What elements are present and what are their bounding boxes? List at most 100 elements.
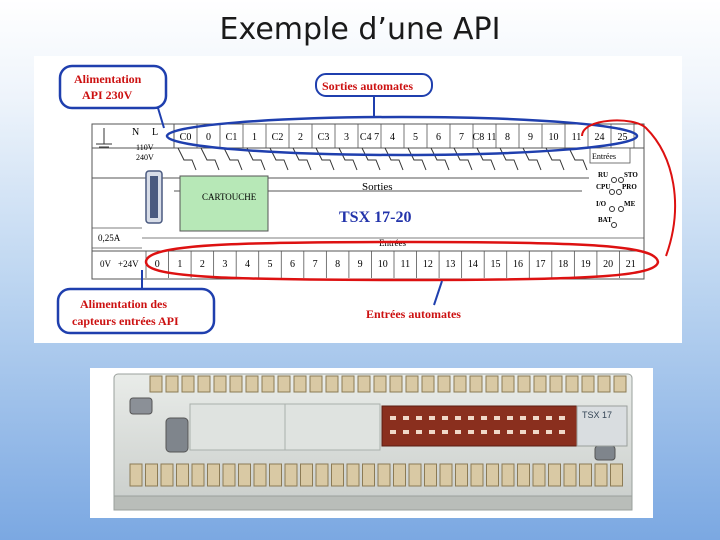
status-led-label: PRO bbox=[622, 183, 637, 191]
output-terminal-label: 11 bbox=[572, 132, 582, 143]
photo-led-icon bbox=[546, 416, 552, 420]
photo-serial-port-icon bbox=[129, 397, 616, 461]
inputs-callout-label: Entrées automates bbox=[366, 307, 461, 321]
cartouche-slot bbox=[179, 175, 269, 232]
photo-led-icon bbox=[559, 430, 565, 434]
input-terminal-label: 14 bbox=[468, 259, 478, 270]
screw-terminal-icon bbox=[517, 463, 530, 487]
plc-model-label: TSX 17-20 bbox=[339, 209, 411, 226]
screw-terminal-icon bbox=[405, 375, 419, 393]
status-led-label: I/O bbox=[596, 200, 607, 208]
ground-icon bbox=[96, 128, 112, 148]
output-terminal-label: C8 11 bbox=[473, 132, 497, 143]
screw-terminal-icon bbox=[293, 375, 307, 393]
output-terminal-label: 6 bbox=[436, 132, 441, 143]
relay-contact-icon bbox=[269, 147, 289, 171]
output-terminal-label: 10 bbox=[549, 132, 559, 143]
relay-contact-icon bbox=[223, 147, 243, 171]
input-terminal-label: 0 bbox=[155, 259, 160, 270]
output-terminal-label: 4 bbox=[390, 132, 395, 143]
screw-terminal-icon bbox=[485, 375, 499, 393]
serial-port-icon bbox=[145, 170, 163, 224]
screw-terminal-icon bbox=[470, 463, 484, 487]
screw-terminal-icon bbox=[149, 375, 163, 393]
screw-terminal-icon bbox=[501, 463, 515, 487]
input-terminal-label: 19 bbox=[581, 259, 591, 270]
photo-led-icon bbox=[481, 416, 487, 420]
screw-terminal-icon bbox=[253, 463, 267, 487]
power-term-n: N bbox=[132, 127, 139, 138]
photo-led-icon bbox=[429, 416, 435, 420]
voltage-240: 240V bbox=[136, 153, 154, 162]
screw-terminal-icon bbox=[165, 375, 179, 393]
input-terminal-label: 20 bbox=[603, 259, 613, 270]
status-led-icon bbox=[609, 206, 615, 212]
screw-terminal-icon bbox=[357, 375, 371, 393]
screw-terminal-icon bbox=[501, 375, 515, 393]
photo-led-icon bbox=[416, 416, 422, 420]
power-term-l: L bbox=[152, 127, 158, 138]
relay-contact-icon bbox=[430, 147, 450, 171]
output-terminal-label: C0 bbox=[180, 132, 192, 143]
photo-led-icon bbox=[546, 430, 552, 434]
photo-top-terminals bbox=[149, 375, 627, 393]
input-terminal-label: 12 bbox=[423, 259, 433, 270]
status-led-icon bbox=[611, 222, 617, 228]
sensor-callout-box bbox=[56, 287, 216, 335]
photo-led-icon bbox=[442, 416, 448, 420]
screw-terminal-icon bbox=[517, 375, 531, 393]
status-led-icon bbox=[616, 189, 622, 195]
screw-terminal-icon bbox=[197, 375, 211, 393]
photo-led-icon bbox=[403, 416, 409, 420]
output-terminal-label: 5 bbox=[413, 132, 418, 143]
screw-terminal-icon bbox=[439, 463, 453, 487]
input-terminal-label: 13 bbox=[445, 259, 455, 270]
output-terminal-label: C2 bbox=[272, 132, 284, 143]
photo-status-panel bbox=[381, 405, 583, 447]
cartouche-label: CARTOUCHE bbox=[202, 192, 257, 202]
relay-contact-icon bbox=[407, 147, 427, 171]
input-terminal-label: 11 bbox=[400, 259, 410, 270]
status-led-label: CPU bbox=[596, 183, 610, 191]
screw-terminal-icon bbox=[579, 463, 592, 487]
relay-contact-icon bbox=[315, 147, 335, 171]
photo-bottom-terminals bbox=[129, 463, 623, 487]
input-terminal-label: 18 bbox=[558, 259, 568, 270]
fuse-label: 0,25A bbox=[98, 233, 121, 243]
screw-terminal-icon bbox=[191, 463, 205, 487]
relay-contact-icon bbox=[499, 147, 519, 171]
screw-terminal-icon bbox=[129, 463, 143, 487]
photo-led-icon bbox=[455, 416, 461, 420]
sensor-callout-line2: capteurs entrées API bbox=[72, 314, 179, 328]
photo-led-icon bbox=[403, 430, 409, 434]
input-terminal-label: 17 bbox=[536, 259, 546, 270]
screw-terminal-icon bbox=[346, 463, 360, 487]
input-terminal-label: 3 bbox=[222, 259, 227, 270]
photo-led-icon bbox=[468, 430, 474, 434]
sensor-callout-line1: Alimentation des bbox=[80, 297, 167, 311]
input-terminal-label: 8 bbox=[335, 259, 340, 270]
input-terminal-label: 1 bbox=[177, 259, 182, 270]
plc-module-outline bbox=[91, 123, 645, 280]
screw-terminal-icon bbox=[207, 463, 220, 487]
output-terminal-label: 2 bbox=[298, 132, 303, 143]
photo-led-icon bbox=[520, 416, 526, 420]
relay-contact-icon bbox=[177, 147, 197, 171]
input-terminal-label: 21 bbox=[626, 259, 636, 270]
input-terminal-label: 16 bbox=[513, 259, 523, 270]
screw-terminal-icon bbox=[549, 375, 563, 393]
screw-terminal-icon bbox=[533, 375, 547, 393]
slide-title: Exemple d’une API bbox=[219, 12, 501, 47]
screw-terminal-icon bbox=[565, 375, 579, 393]
photo-led-icon bbox=[507, 430, 513, 434]
relay-contact-icon bbox=[476, 147, 496, 171]
status-led-label: STO bbox=[624, 171, 638, 179]
screw-terminal-icon bbox=[331, 463, 344, 487]
relay-contact-icon bbox=[545, 147, 565, 171]
photo-led-icon bbox=[455, 430, 461, 434]
screw-terminal-icon bbox=[238, 463, 251, 487]
screw-terminal-icon bbox=[373, 375, 387, 393]
